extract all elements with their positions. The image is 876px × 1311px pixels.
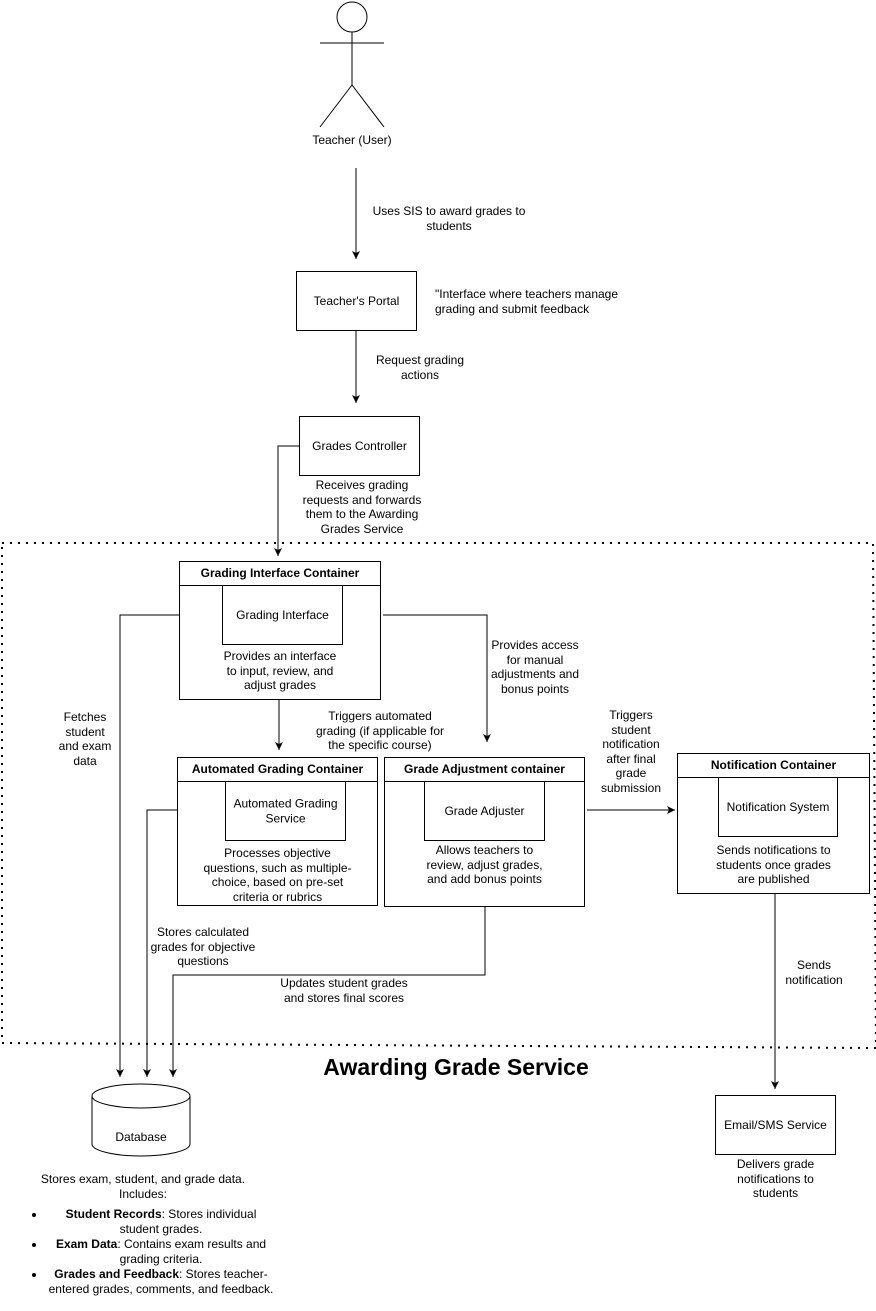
edge-label-sends-notification: Sends notification [785,958,843,987]
edge-label-triggers-notification: Triggers student notification after fina… [600,708,662,795]
edge-interface-adjustment [383,614,491,742]
edge-label-teacher-portal: Uses SIS to award grades to students [372,204,526,233]
grade-adjuster-desc: Allows teachers to review, adjust grades… [426,843,543,886]
grade-adjuster-node[interactable]: Grade Adjuster [424,781,545,841]
edge-automated-database [143,809,178,1077]
edge-label-fetches: Fetches student and exam data [58,710,112,768]
edge-label-updates-grades: Updates student grades and stores final … [280,976,408,1005]
database-note: Stores exam, student, and grade data. In… [26,1172,276,1297]
grades-controller-node[interactable]: Grades Controller [299,416,420,476]
notification-system-desc: Sends notifications to students once gra… [716,843,831,886]
grading-interface-desc: Provides an interface to input, review, … [223,649,337,692]
edge-adjustment-database [169,907,486,1077]
list-item: Grades and Feedback: Stores teacher-ente… [46,1267,276,1296]
actor-label: Teacher (User) [312,133,392,147]
grades-controller-label: Grades Controller [312,438,407,453]
service-boundary-title: Awarding Grade Service [323,1054,589,1080]
grading-interface-container-title: Grading Interface Container [180,562,380,586]
notification-container[interactable]: Notification Container Notification Syst… [677,753,870,894]
database-note-intro: Stores exam, student, and grade data. In… [40,1172,246,1201]
edge-controller-interface [274,445,299,556]
grade-adjustment-container[interactable]: Grade Adjustment container Grade Adjuste… [384,757,585,907]
teacher-actor-figure [319,1,385,128]
grades-controller-note: Receives grading requests and forwards t… [302,478,422,536]
teachers-portal-label: Teacher's Portal [313,293,400,308]
edge-label-portal-controller: Request grading actions [375,353,465,382]
teachers-portal-node[interactable]: Teacher's Portal [296,271,417,331]
edge-label-triggers-automated: Triggers automated grading (if applicabl… [315,709,445,752]
automated-grading-desc: Processes objective questions, such as m… [203,846,352,904]
grade-adjustment-container-title: Grade Adjustment container [385,758,584,782]
database-cylinder [91,1083,191,1157]
database-label: Database [115,1130,167,1144]
grade-adjuster-label: Grade Adjuster [444,803,525,818]
email-sms-service-node[interactable]: Email/SMS Service [715,1095,836,1155]
list-item: Student Records: Stores individual stude… [46,1207,276,1236]
grading-interface-container[interactable]: Grading Interface Container Grading Inte… [179,561,381,700]
automated-grading-container[interactable]: Automated Grading Container Automated Gr… [177,757,378,906]
grading-interface-node[interactable]: Grading Interface [222,585,343,645]
edge-interface-database [116,614,179,1077]
automated-grading-service-node[interactable]: Automated Grading Service [225,781,346,841]
email-sms-service-note: Delivers grade notifications to students [736,1157,815,1200]
list-item: Exam Data: Contains exam results and gra… [46,1237,276,1266]
automated-grading-service-label: Automated Grading Service [233,796,338,826]
email-sms-service-label: Email/SMS Service [724,1117,827,1132]
automated-grading-container-title: Automated Grading Container [178,758,377,782]
edge-label-stores-calculated: Stores calculated grades for objective q… [150,925,256,968]
grading-interface-label: Grading Interface [236,607,329,622]
notification-container-title: Notification Container [678,754,869,778]
notification-system-label: Notification System [726,799,830,814]
teachers-portal-note: "Interface where teachers manage grading… [435,287,619,316]
service-boundary [0,542,876,1050]
database-contents-list: Student Records: Stores individual stude… [26,1207,276,1296]
edge-label-manual-adjustments: Provides access for manual adjustments a… [490,638,580,696]
notification-system-node[interactable]: Notification System [718,777,838,837]
